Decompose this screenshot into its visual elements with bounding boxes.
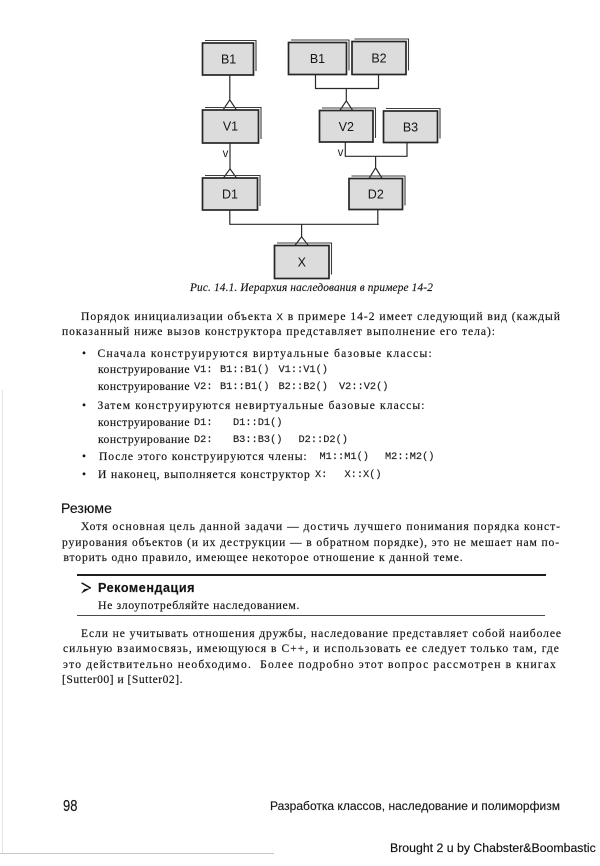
svg-text:D1: D1 xyxy=(222,187,238,201)
svg-text:B3: B3 xyxy=(403,120,418,134)
svg-text:V2: V2 xyxy=(339,120,354,134)
svg-text:V1: V1 xyxy=(223,120,238,134)
svg-text:B1: B1 xyxy=(310,52,325,66)
svg-text:v: v xyxy=(223,148,229,160)
svg-text:D2: D2 xyxy=(368,188,384,202)
svg-text:B1: B1 xyxy=(221,52,236,66)
svg-text:v: v xyxy=(338,147,344,159)
svg-text:B2: B2 xyxy=(371,52,386,66)
svg-text:X: X xyxy=(298,255,307,269)
